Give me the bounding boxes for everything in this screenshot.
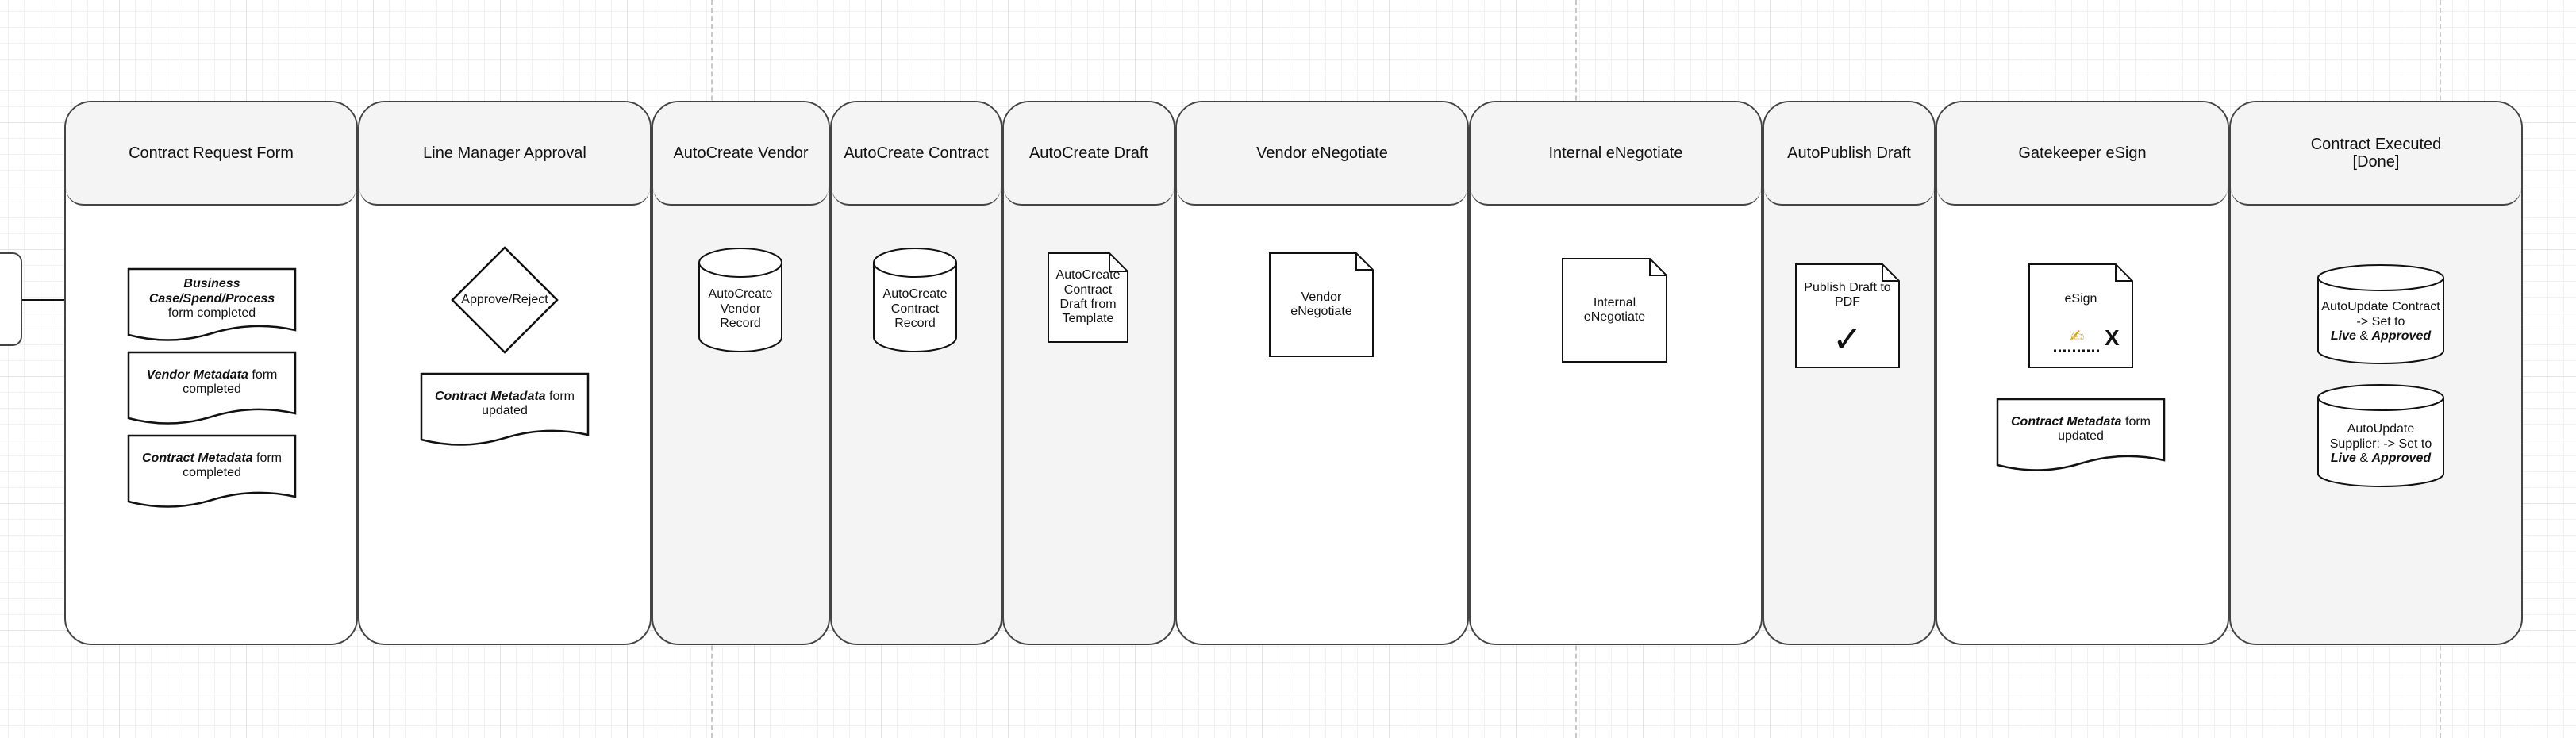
- lane-vendor-enegotiate: Vendor eNegotiate: [1175, 101, 1469, 645]
- lane-title: Contract Executed [Done]: [2231, 102, 2521, 206]
- lane-title: AutoPublish Draft: [1764, 102, 1934, 206]
- note-label: Internal eNegotiate: [1583, 295, 1646, 324]
- vendor-metadata-form-document[interactable]: Vendor Metadata form completed: [127, 351, 297, 428]
- contract-metadata-form-document[interactable]: Contract Metadata form completed: [127, 434, 297, 511]
- note-label: eSign: [2064, 291, 2097, 306]
- lane-autopublish-draft: AutoPublish Draft: [1763, 101, 1936, 645]
- start-node[interactable]: [0, 252, 22, 346]
- autocreate-vendor-record-database[interactable]: AutoCreate Vendor Record: [698, 247, 782, 353]
- business-case-form-document[interactable]: Business Case/Spend/Process form complet…: [127, 267, 297, 344]
- lane-autocreate-contract: AutoCreate Contract: [830, 101, 1002, 645]
- internal-enegotiate-note[interactable]: Internal eNegotiate: [1562, 258, 1667, 363]
- lane-title: AutoCreate Contract: [832, 102, 1001, 206]
- lane-title: Vendor eNegotiate: [1177, 102, 1467, 206]
- database-label: AutoCreate Contract Record: [882, 287, 948, 331]
- publish-draft-pdf-note[interactable]: Publish Draft to PDF ✓: [1795, 263, 1900, 368]
- checkmark-icon: ✓: [1832, 317, 1863, 360]
- database-label: AutoCreate Vendor Record: [708, 287, 773, 331]
- lane-gatekeeper-esign: Gatekeeper eSign: [1936, 101, 2229, 645]
- lane-title: Line Manager Approval: [359, 102, 650, 206]
- lane-line-manager-approval: Line Manager Approval: [358, 101, 652, 645]
- autocreate-draft-note[interactable]: AutoCreate Contract Draft from Template: [1048, 252, 1128, 343]
- lane-title: AutoCreate Vendor: [653, 102, 829, 206]
- note-label: Vendor eNegotiate: [1290, 290, 1352, 318]
- lane-title: AutoCreate Draft: [1004, 102, 1174, 206]
- lane-title: Gatekeeper eSign: [1937, 102, 2228, 206]
- lane-autocreate-draft: AutoCreate Draft: [1002, 101, 1175, 645]
- lane-contract-executed: Contract Executed [Done]: [2229, 101, 2523, 645]
- document-label: Contract Metadata form completed: [141, 451, 283, 479]
- signature-x-icon: X: [2105, 325, 2120, 350]
- lane-autocreate-vendor: AutoCreate Vendor: [652, 101, 830, 645]
- approve-reject-decision[interactable]: Approve/Reject: [451, 246, 559, 354]
- document-label: Business Case/Spend/Process form complet…: [148, 277, 275, 321]
- contract-metadata-updated-document[interactable]: Contract Metadata form updated: [1996, 398, 2166, 475]
- vendor-enegotiate-note[interactable]: Vendor eNegotiate: [1269, 252, 1374, 357]
- note-label: Publish Draft to PDF: [1804, 280, 1891, 309]
- autocreate-contract-record-database[interactable]: AutoCreate Contract Record: [873, 247, 957, 353]
- lane-title: Internal eNegotiate: [1471, 102, 1761, 206]
- lane-title: Contract Request Form: [66, 102, 356, 206]
- document-label: Contract Metadata form updated: [434, 389, 575, 417]
- lane-internal-enegotiate: Internal eNegotiate: [1469, 101, 1763, 645]
- contract-metadata-updated-document[interactable]: Contract Metadata form updated: [420, 372, 590, 449]
- document-label: Contract Metadata form updated: [2010, 414, 2151, 443]
- signature-pen-icon: ✍: [2070, 327, 2085, 347]
- decision-label: Approve/Reject: [461, 292, 548, 306]
- note-label: AutoCreate Contract Draft from Template: [1055, 268, 1121, 326]
- esign-note[interactable]: eSign ✍ X: [2028, 263, 2133, 368]
- document-label: Vendor Metadata form completed: [146, 367, 278, 396]
